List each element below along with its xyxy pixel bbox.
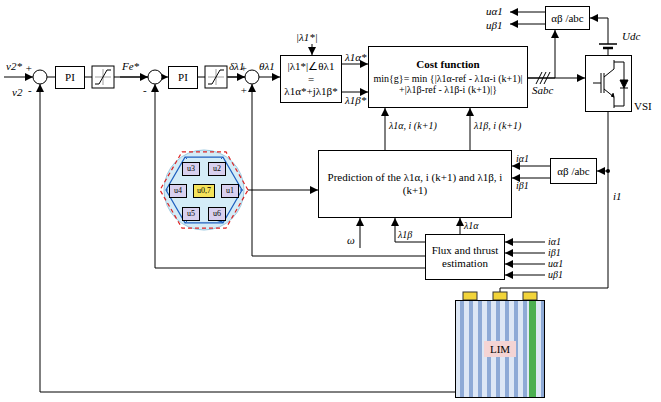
signal-label: λ1α xyxy=(464,220,479,232)
error-wire xyxy=(47,77,55,78)
voltage-alpha-wire xyxy=(510,12,545,13)
pi-controller: PI xyxy=(55,66,85,89)
limiter-symbol xyxy=(205,66,227,88)
signal-label: + xyxy=(240,84,247,96)
signal-label: λ1α* xyxy=(345,51,367,63)
node-title: αβ /abc xyxy=(551,12,583,25)
signal-label: - xyxy=(28,84,32,96)
estimator-input-wire xyxy=(505,253,545,254)
reference-wire xyxy=(4,77,33,78)
signal-label: + xyxy=(240,62,247,74)
node-title: u5 xyxy=(187,209,195,218)
cost-function-box: Cost function min{g}= min {|λ1α-ref - λ1α… xyxy=(368,46,528,108)
signal-label: iα1 xyxy=(516,153,529,165)
signal-label: iβ1 xyxy=(516,180,529,192)
speed-input-wire xyxy=(360,218,361,248)
signal-connector xyxy=(342,64,368,65)
beta-prediction-wire xyxy=(470,108,471,150)
signal-label: uα1 xyxy=(548,258,563,270)
signal-connector xyxy=(460,218,461,234)
signal-label: iβ1 xyxy=(548,247,561,259)
node-title: PI xyxy=(178,71,188,84)
signal-label: λ1β, i (k+1) xyxy=(474,120,521,132)
node-title: u4 xyxy=(174,186,182,195)
flux-beta-wire xyxy=(395,218,425,242)
voltage-vector-box: u5 xyxy=(182,207,200,221)
node-title: LIM xyxy=(484,341,516,358)
signal-connector xyxy=(500,112,608,300)
node-title: Cost function xyxy=(416,58,479,71)
voltage-vector-box: u6 xyxy=(208,207,226,221)
voltage-vector-box: u4 xyxy=(169,184,187,198)
signal-label: λ1β xyxy=(398,229,412,241)
coordinate-transform-box: αβ /abc xyxy=(550,158,597,184)
estimator-input-wire xyxy=(505,242,545,243)
angle-wire xyxy=(228,77,245,78)
igbt-symbol xyxy=(593,60,628,108)
vector-set-wire xyxy=(248,190,318,191)
signal-label: - xyxy=(143,84,147,96)
angle-feedback-wire xyxy=(252,84,425,256)
dc-voltage-wire xyxy=(590,18,608,44)
signal-label: uβ1 xyxy=(486,19,502,31)
beta-ref-wire xyxy=(342,92,368,93)
node-title: u6 xyxy=(213,209,221,218)
signal-label: + xyxy=(25,62,32,74)
flux-magnitude-wire xyxy=(312,44,313,55)
node-title: |λ1*|∠θλ1 = λ1α*+jλ1β* xyxy=(284,60,338,98)
junction-dot xyxy=(606,169,610,173)
signal-connector xyxy=(512,166,550,167)
signal-label: θλ1 xyxy=(259,60,275,72)
node-title: u3 xyxy=(187,164,195,173)
bus-mark xyxy=(536,72,550,84)
voltage-beta-wire xyxy=(510,24,545,25)
signal-label: Fe* xyxy=(122,60,139,72)
voltage-vector-box: u2 xyxy=(208,162,226,176)
summing-junction xyxy=(148,70,162,84)
node-title: Flux and thrust estimation xyxy=(429,244,501,269)
signal-label: λ1α, i (k+1) xyxy=(389,120,437,132)
signal-label: λ1β* xyxy=(345,94,366,106)
motor: LIM xyxy=(455,300,545,398)
signal-connector xyxy=(528,30,555,78)
zero-vector-box: u0,7 xyxy=(193,184,215,198)
inverter: VSI xyxy=(585,55,632,112)
signal-label: uβ1 xyxy=(548,269,563,281)
voltage-vector-hexagon xyxy=(160,150,248,230)
node-title: u2 xyxy=(213,164,221,173)
dc-source xyxy=(599,44,617,55)
signal-label: v2* xyxy=(6,60,22,72)
signal-label: iα1 xyxy=(548,236,561,248)
node-title: u0,7 xyxy=(197,186,211,195)
lim-illustration xyxy=(455,292,545,398)
current-beta-wire xyxy=(512,178,550,179)
polar-transform-box: |λ1*|∠θλ1 = λ1α*+jλ1β* xyxy=(280,55,342,103)
thrust-ref-wire xyxy=(120,77,148,78)
signal-label: |λ1*| xyxy=(296,31,318,43)
signal-label: ω xyxy=(347,234,355,246)
node-title: VSI xyxy=(634,100,652,113)
node-title: PI xyxy=(65,71,75,84)
signal-label: i1 xyxy=(613,190,622,202)
node-title: αβ /abc xyxy=(557,165,589,178)
signal-connector xyxy=(385,108,386,150)
coordinate-transform-box: αβ /abc xyxy=(545,6,590,30)
node-title: Prediction of the λ1α, i (k+1) and λ1β, … xyxy=(322,171,508,196)
voltage-vector-box: u1 xyxy=(221,184,239,198)
node-title: u1 xyxy=(226,186,234,195)
limiter-symbol xyxy=(92,66,114,88)
pi-controller: PI xyxy=(168,66,198,89)
estimator-box: Flux and thrust estimation xyxy=(425,234,505,280)
estimator-input-wire xyxy=(505,264,545,265)
node-body: min{g}= min {|λ1α-ref - λ1α-i (k+1)| +|λ… xyxy=(372,73,524,96)
signal-label: Udc xyxy=(622,30,640,42)
signal-label: v2 xyxy=(12,86,22,98)
estimator-input-wire xyxy=(505,275,545,276)
signal-label: uα1 xyxy=(486,5,503,17)
speed-feedback-wire xyxy=(40,84,455,392)
signal-label: Sabc xyxy=(532,84,553,96)
voltage-vector-box: u3 xyxy=(182,162,200,176)
prediction-box: Prediction of the λ1α, i (k+1) and λ1β, … xyxy=(318,150,512,218)
summing-junction xyxy=(33,70,47,84)
